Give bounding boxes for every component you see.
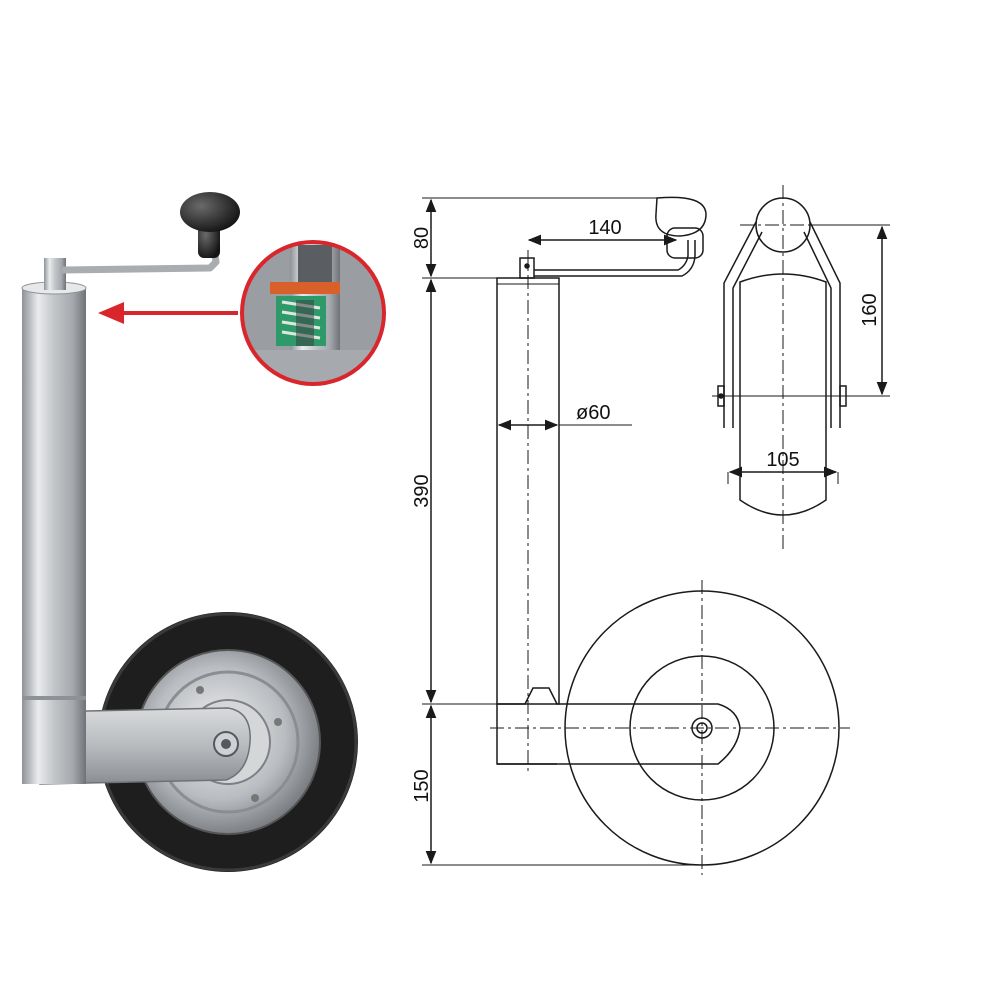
front-wheel-profile bbox=[739, 273, 827, 516]
dim-tube-length: 390 bbox=[411, 474, 433, 507]
dim-fork-height: 160 bbox=[859, 293, 881, 326]
dim-crank-reach: 140 bbox=[588, 217, 621, 239]
dim-wheel-width: 105 bbox=[766, 449, 799, 471]
callout-arrow bbox=[98, 302, 238, 324]
photo-tube bbox=[21, 281, 87, 784]
product-photo bbox=[21, 192, 386, 872]
photo-crank bbox=[44, 192, 240, 290]
photo-clamp bbox=[39, 707, 251, 785]
front-view-drawing bbox=[712, 185, 890, 550]
dim-wheel-height: 150 bbox=[411, 769, 433, 802]
detail-callout bbox=[240, 240, 386, 386]
side-view-drawing bbox=[422, 196, 850, 875]
photo-crank-knob bbox=[180, 192, 240, 232]
dim-tube-diameter: ø60 bbox=[576, 402, 610, 424]
dim-handle-offset: 80 bbox=[411, 227, 433, 249]
